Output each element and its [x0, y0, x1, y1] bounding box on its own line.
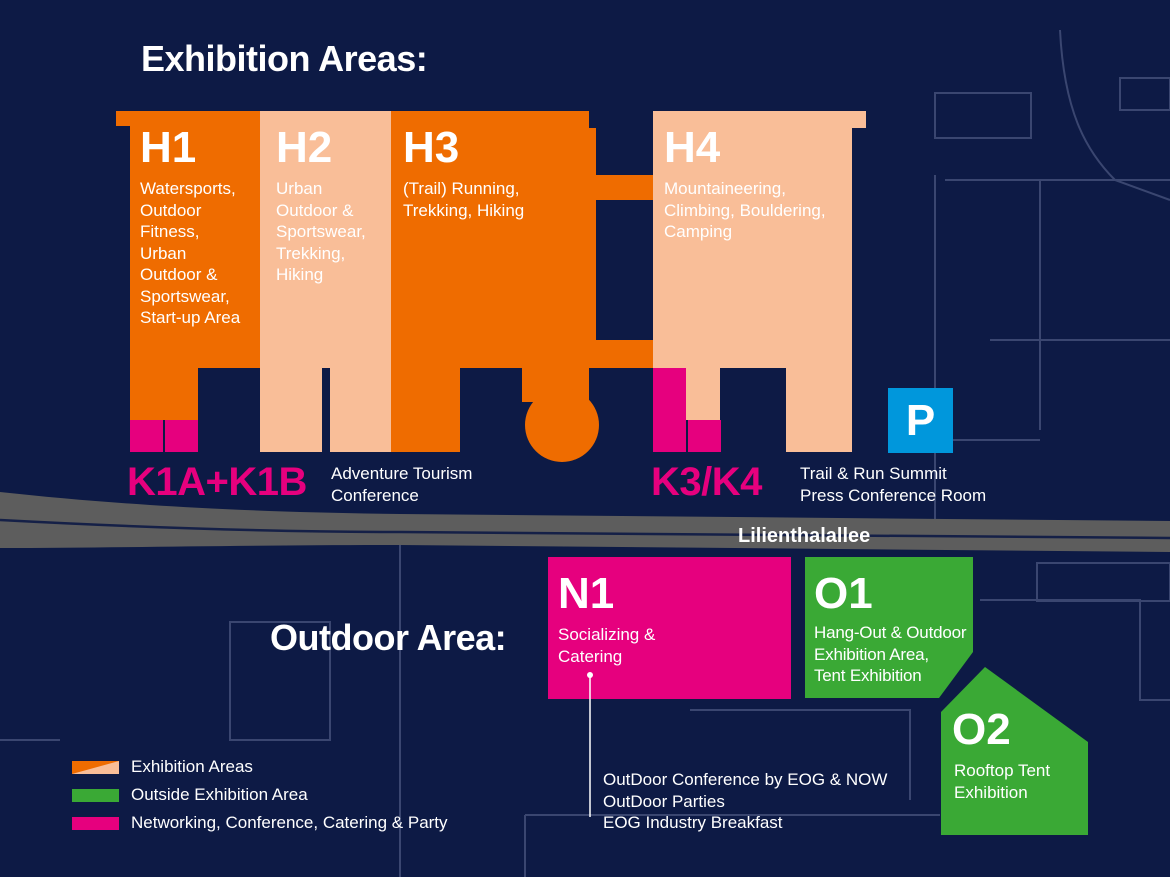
h3-rotunda — [525, 388, 599, 462]
area-n1-code: N1 — [558, 569, 615, 618]
hall-h1-code: H1 — [140, 123, 197, 172]
hall-h4[interactable] — [653, 111, 866, 452]
area-o2-desc: Rooftop Tent Exhibition — [954, 761, 1051, 802]
hall-h4-desc: Mountaineering, Climbing, Bouldering, Ca… — [664, 179, 826, 241]
legend-swatch-networking — [72, 817, 119, 830]
background-outlines — [0, 29, 1170, 877]
legend-label-networking: Networking, Conference, Catering & Party — [131, 813, 448, 832]
room-k3k4-desc: Trail & Run Summit Press Conference Room — [800, 464, 987, 505]
hall-h4-code: H4 — [664, 123, 721, 172]
hall-h2-code: H2 — [276, 123, 333, 172]
hall-h3[interactable] — [391, 111, 596, 452]
legend-item-networking: Networking, Conference, Catering & Party — [72, 813, 448, 833]
hall-h2-desc: Urban Outdoor & Sportswear, Trekking, Hi… — [276, 179, 366, 284]
area-o1[interactable] — [805, 557, 973, 698]
legend-spacer — [72, 789, 119, 802]
legend-swatch-outside — [72, 789, 119, 802]
area-n1-desc: Socializing & Catering — [558, 625, 656, 666]
road-lane-line — [0, 518, 1170, 540]
outdoor-area-heading: Outdoor Area: — [270, 617, 507, 658]
street-label: Lilienthalallee — [738, 525, 871, 547]
legend-swatch-exhibition — [72, 761, 119, 774]
legend-item-outside: Outside Exhibition Area — [72, 785, 308, 805]
room-k3[interactable] — [653, 368, 686, 452]
room-k1b[interactable] — [165, 420, 198, 452]
hall-h2[interactable] — [260, 111, 391, 452]
n1-events: OutDoor Conference by EOG & NOW OutDoor … — [603, 770, 888, 832]
area-o1-code: O1 — [814, 569, 873, 618]
parking-icon[interactable]: P — [888, 388, 953, 453]
area-o2-code: O2 — [952, 705, 1011, 754]
legend-label-exhibition: Exhibition Areas — [131, 757, 253, 776]
room-k1-desc: Adventure Tourism Conference — [331, 464, 473, 505]
room-k1a[interactable] — [130, 420, 163, 452]
room-k1-code: K1A+K1B — [127, 460, 307, 504]
room-k4[interactable] — [688, 420, 721, 452]
road — [0, 492, 1170, 552]
hall-h3-desc: (Trail) Running, Trekking, Hiking — [403, 179, 525, 220]
legend-item-exhibition: Exhibition Areas — [72, 757, 253, 777]
hall-h3-code: H3 — [403, 123, 460, 172]
area-o1-desc: Hang-Out & Outdoor Exhibition Area, Tent… — [814, 623, 967, 685]
hall-h1[interactable] — [116, 111, 260, 420]
n1-pointer-dot — [587, 672, 593, 678]
room-k3k4-code: K3/K4 — [651, 460, 762, 504]
connector-upper — [589, 175, 655, 200]
hall-h1-desc: Watersports, Outdoor Fitness, Urban Outd… — [140, 179, 241, 327]
exhibition-areas-heading: Exhibition Areas: — [141, 38, 428, 79]
area-o2[interactable] — [941, 667, 1088, 835]
legend-spacer — [72, 761, 119, 774]
legend-spacer — [72, 817, 119, 830]
connector-lower — [589, 340, 655, 368]
legend-label-outside: Outside Exhibition Area — [131, 785, 308, 804]
